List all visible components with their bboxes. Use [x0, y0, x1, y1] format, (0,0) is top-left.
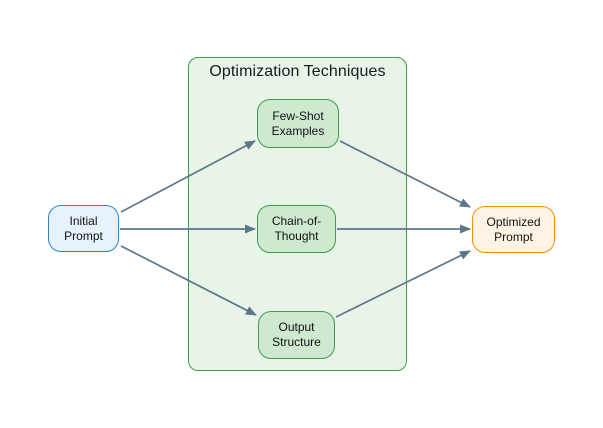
node-few-shot-examples-label: Few-Shot Examples	[271, 108, 325, 138]
node-optimized-prompt-label: Optimized Prompt	[486, 214, 541, 244]
node-few-shot-examples: Few-Shot Examples	[257, 99, 339, 148]
node-output-structure-label: Output Structure	[272, 320, 321, 349]
node-chain-of-thought: Chain-of- Thought	[257, 205, 336, 253]
node-optimized-prompt: Optimized Prompt	[472, 206, 555, 253]
node-output-structure: Output Structure	[258, 311, 335, 359]
node-initial-prompt: Initial Prompt	[48, 205, 119, 252]
group-title: Optimization Techniques	[209, 63, 386, 80]
node-initial-prompt-label: Initial Prompt	[64, 213, 103, 243]
node-chain-of-thought-label: Chain-of- Thought	[271, 214, 322, 243]
